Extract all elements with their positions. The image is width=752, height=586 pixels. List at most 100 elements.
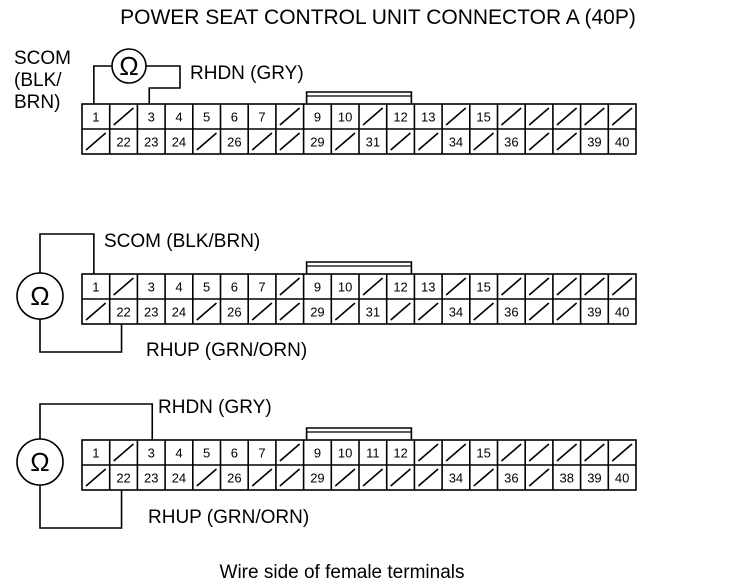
probe-lead-a: [93, 65, 112, 104]
pin-24: 24: [172, 135, 186, 150]
empty-cavity-slash: [611, 443, 633, 462]
empty-cavity-slash: [584, 277, 605, 296]
empty-cavity-slash: [279, 443, 301, 462]
pin-34: 34: [449, 135, 463, 150]
empty-cavity-slash: [528, 302, 550, 321]
pin-12: 12: [393, 280, 407, 295]
pin-3: 3: [148, 280, 155, 295]
empty-cavity-slash: [500, 107, 522, 126]
empty-cavity-slash: [556, 302, 578, 321]
pin-6: 6: [231, 110, 238, 125]
pin-12: 12: [393, 446, 407, 461]
empty-cavity-slash: [473, 468, 495, 487]
pin-23: 23: [144, 135, 158, 150]
empty-cavity-slash: [85, 302, 107, 321]
wire-label-rhdn: RHDN (GRY): [190, 63, 304, 84]
empty-cavity-slash: [473, 302, 495, 321]
pin-12: 12: [393, 110, 407, 125]
probe-lead-a: [39, 233, 95, 274]
empty-cavity-slash: [417, 468, 439, 487]
pin-13: 13: [421, 110, 435, 125]
pin-29: 29: [310, 305, 324, 320]
empty-cavity-slash: [334, 302, 356, 321]
pin-5: 5: [203, 446, 210, 461]
connector-latch: [305, 427, 413, 440]
empty-cavity-slash: [362, 468, 384, 487]
pin-26: 26: [227, 135, 241, 150]
pin-36: 36: [504, 135, 518, 150]
pin-9: 9: [314, 280, 321, 295]
pin-4: 4: [175, 280, 182, 295]
empty-cavity-slash: [390, 132, 411, 151]
pin-13: 13: [421, 280, 435, 295]
pin-29: 29: [310, 471, 324, 486]
pin-7: 7: [258, 446, 265, 461]
empty-cavity-slash: [251, 302, 273, 321]
footer-caption: Wire side of female terminals: [220, 562, 465, 583]
pin-4: 4: [175, 110, 182, 125]
empty-cavity-slash: [556, 107, 578, 126]
pin-34: 34: [449, 471, 463, 486]
pin-10: 10: [338, 280, 352, 295]
pin-22: 22: [116, 305, 130, 320]
pin-39: 39: [587, 471, 601, 486]
pin-15: 15: [476, 110, 490, 125]
pin-22: 22: [116, 471, 130, 486]
pin-40: 40: [615, 135, 629, 150]
empty-cavity-slash: [500, 443, 522, 462]
empty-cavity-slash: [473, 132, 495, 151]
pin-23: 23: [144, 305, 158, 320]
empty-cavity-slash: [279, 468, 301, 487]
ohmmeter-icon: Ω: [111, 48, 147, 84]
probe-lead-b: [146, 65, 181, 104]
pin-39: 39: [587, 135, 601, 150]
pin-7: 7: [258, 280, 265, 295]
empty-cavity-slash: [445, 277, 467, 296]
empty-cavity-slash: [279, 302, 301, 321]
ohm-symbol: Ω: [30, 447, 49, 477]
empty-cavity-slash: [528, 132, 550, 151]
pin-24: 24: [172, 471, 186, 486]
pin-31: 31: [366, 135, 380, 150]
empty-cavity-slash: [362, 107, 384, 126]
probe-lead-b: [39, 319, 123, 353]
pin-7: 7: [258, 110, 265, 125]
empty-cavity-slash: [113, 277, 134, 296]
empty-cavity-slash: [445, 443, 467, 462]
pin-36: 36: [504, 305, 518, 320]
empty-cavity-slash: [85, 468, 107, 487]
pin-3: 3: [148, 110, 155, 125]
empty-cavity-slash: [113, 107, 134, 126]
empty-cavity-slash: [113, 443, 134, 462]
pin-26: 26: [227, 305, 241, 320]
pin-15: 15: [476, 280, 490, 295]
empty-cavity-slash: [196, 132, 218, 151]
probe-lead-b: [39, 485, 123, 529]
pin-6: 6: [231, 446, 238, 461]
pin-29: 29: [310, 135, 324, 150]
page-title: POWER SEAT CONTROL UNIT CONNECTOR A (40P…: [120, 6, 636, 29]
empty-cavity-slash: [528, 468, 550, 487]
pin-9: 9: [314, 446, 321, 461]
pin-34: 34: [449, 305, 463, 320]
pin-9: 9: [314, 110, 321, 125]
empty-cavity-slash: [417, 302, 439, 321]
pin-40: 40: [615, 305, 629, 320]
pin-15: 15: [476, 446, 490, 461]
empty-cavity-slash: [584, 107, 605, 126]
pin-31: 31: [366, 305, 380, 320]
pin-40: 40: [615, 471, 629, 486]
probe-lead-a: [39, 403, 154, 440]
empty-cavity-slash: [334, 468, 356, 487]
empty-cavity-slash: [334, 132, 356, 151]
empty-cavity-slash: [196, 302, 218, 321]
wire-label-rhdn: RHDN (GRY): [158, 397, 272, 418]
empty-cavity-slash: [362, 277, 384, 296]
ohm-symbol: Ω: [119, 51, 138, 81]
pin-1: 1: [92, 110, 99, 125]
empty-cavity-slash: [556, 277, 578, 296]
